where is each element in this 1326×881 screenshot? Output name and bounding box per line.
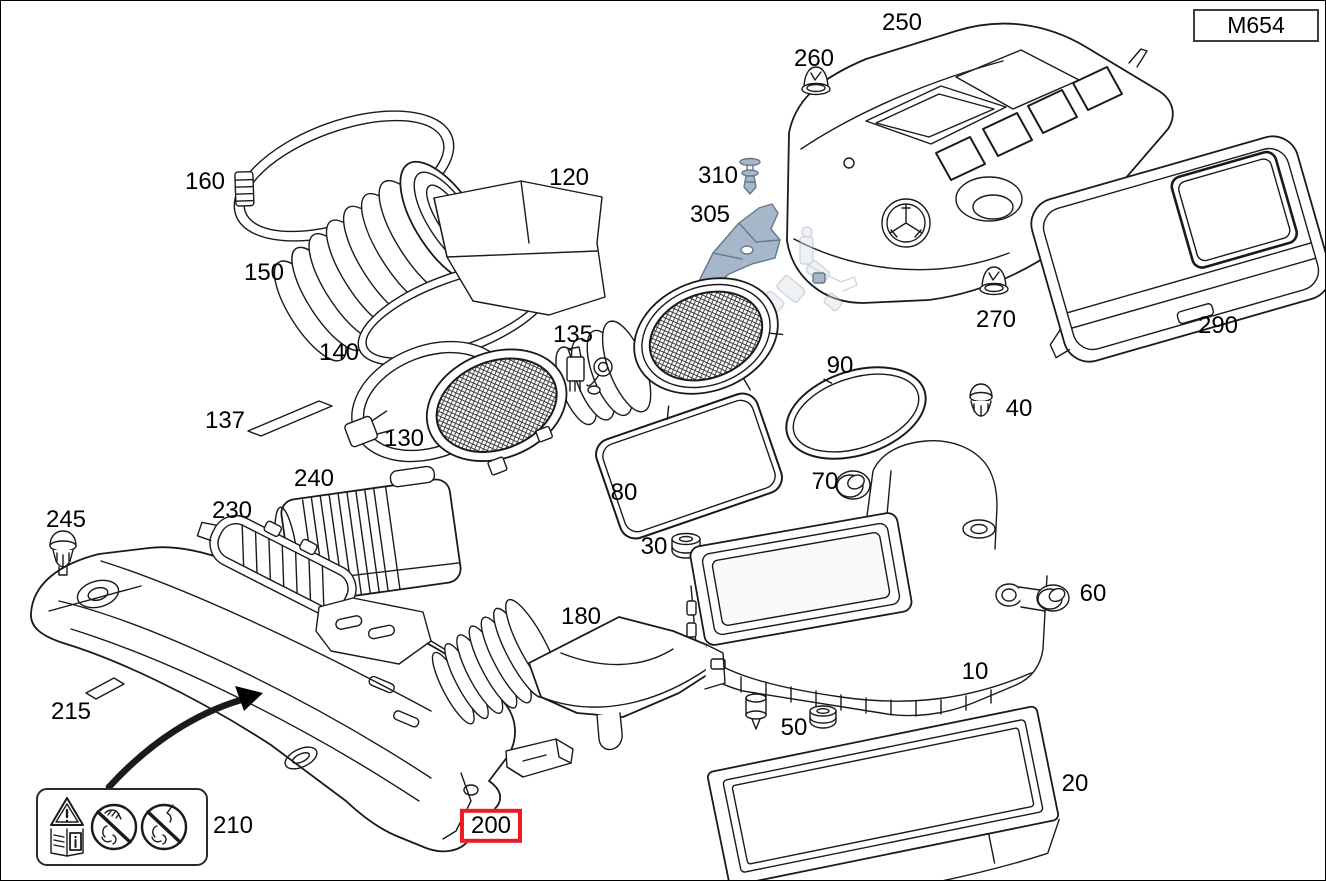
grommet-60-drawing xyxy=(1036,584,1070,612)
warning-triangle-read-manual-icon xyxy=(50,797,84,857)
part-label-210[interactable]: 210 xyxy=(212,811,254,839)
part-label-245[interactable]: 245 xyxy=(45,505,87,533)
part-label-137[interactable]: 137 xyxy=(204,406,246,434)
rectangular-seal-80-drawing xyxy=(595,392,783,540)
side-cover-panel-drawing xyxy=(1030,135,1325,363)
intake-duct-180-drawing xyxy=(315,597,726,751)
part-label-80[interactable]: 80 xyxy=(610,478,638,506)
part-label-230[interactable]: 230 xyxy=(211,496,253,524)
no-touch-rotating-parts-icon xyxy=(140,803,188,851)
pointer-arrow xyxy=(105,686,263,791)
clip-245-drawing xyxy=(49,530,77,576)
part-label-70[interactable]: 70 xyxy=(811,467,839,495)
part-label-40[interactable]: 40 xyxy=(1005,394,1033,422)
part-label-30[interactable]: 30 xyxy=(640,532,668,560)
grommet-70-drawing xyxy=(835,470,871,500)
part-label-10[interactable]: 10 xyxy=(961,657,989,685)
part-label-200-highlighted[interactable]: 200 xyxy=(459,808,523,844)
part-label-90[interactable]: 90 xyxy=(826,351,854,379)
part-label-120[interactable]: 120 xyxy=(548,163,590,191)
part-label-20[interactable]: 20 xyxy=(1061,769,1089,797)
part-label-50[interactable]: 50 xyxy=(780,713,808,741)
part-label-150[interactable]: 150 xyxy=(243,258,285,286)
cowl-panel-drawing xyxy=(30,546,574,853)
part-label-310[interactable]: 310 xyxy=(697,161,739,189)
grommet-50-drawing xyxy=(809,705,837,729)
part-label-215[interactable]: 215 xyxy=(50,697,92,725)
oval-seal-ring-90-drawing xyxy=(785,366,927,460)
sensor-plug-135-drawing xyxy=(566,346,613,395)
model-code-box: M654 xyxy=(1193,9,1319,42)
part-label-135[interactable]: 135 xyxy=(552,320,594,348)
label-strip-137-drawing xyxy=(247,400,333,437)
part-label-60[interactable]: 60 xyxy=(1079,579,1107,607)
part-label-240[interactable]: 240 xyxy=(293,464,335,492)
part-label-270[interactable]: 270 xyxy=(975,305,1017,333)
clip-40-drawing xyxy=(969,383,993,417)
part-label-290[interactable]: 290 xyxy=(1197,311,1239,339)
cover-grommet-270-drawing xyxy=(979,266,1009,296)
no-reach-into-rotating-fan-icon xyxy=(90,803,138,851)
part-label-140[interactable]: 140 xyxy=(318,338,360,366)
part-label-250[interactable]: 250 xyxy=(881,8,923,36)
model-code: M654 xyxy=(1227,12,1285,38)
air-filter-element-drawing xyxy=(706,705,1060,880)
part-label-260[interactable]: 260 xyxy=(793,44,835,72)
part-label-180[interactable]: 180 xyxy=(560,602,602,630)
pad-215-drawing xyxy=(85,677,125,700)
expansion-rivet-310-drawing xyxy=(739,157,761,195)
part-label-305[interactable]: 305 xyxy=(689,200,731,228)
warning-label-drawing xyxy=(36,788,208,866)
cover-grommet-260-drawing xyxy=(801,66,831,96)
air-sensor-housing-130-drawing xyxy=(344,340,568,476)
part-label-160[interactable]: 160 xyxy=(184,167,226,195)
part-label-130[interactable]: 130 xyxy=(383,424,425,452)
